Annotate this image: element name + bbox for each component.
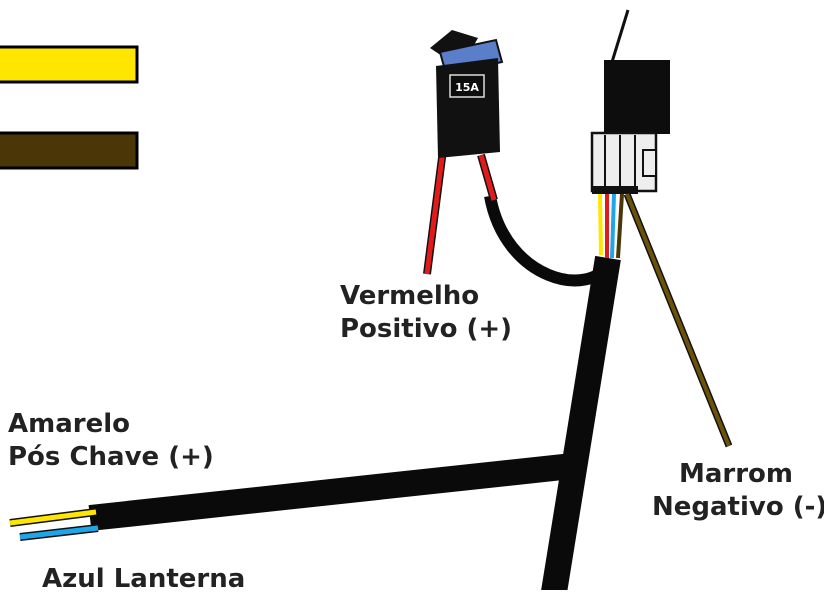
- relay-yellow-wire: [598, 193, 603, 256]
- yellow-label-line-2: Pós Chave (+): [8, 442, 214, 472]
- relay-brown-wire-short: [616, 193, 624, 259]
- blue-wire-tail-inner: [19, 525, 99, 540]
- blue-wire-label: Azul Lanterna: [42, 563, 245, 596]
- red-wire-left-inner: [424, 149, 446, 275]
- brown-label-line-1: Marrom: [678, 459, 794, 489]
- red-label-line-2: Positivo (+): [340, 314, 513, 344]
- yellow-swatch: [0, 45, 139, 84]
- brown-wire-label: Marrom Negativo (-): [652, 458, 824, 524]
- brown-label-line-2: Negativo (-): [652, 492, 824, 522]
- loop-cable: [484, 194, 616, 287]
- brown-swatch: [0, 131, 139, 170]
- blue-label-line-1: Azul Lanterna: [42, 564, 246, 594]
- branch-cable: [88, 453, 574, 531]
- relay-antenna: [610, 9, 630, 63]
- brown-wire-inner: [625, 193, 731, 447]
- relay-blue-wire: [610, 193, 616, 259]
- red-wire-label: Vermelho Positivo (+): [340, 280, 512, 346]
- fuse-rating: 15A: [455, 81, 479, 94]
- yellow-wire-label: Amarelo Pós Chave (+): [8, 408, 214, 474]
- red-wire-right-inner: [478, 154, 497, 201]
- red-label-line-1: Vermelho: [340, 281, 480, 311]
- yellow-label-line-1: Amarelo: [8, 409, 130, 439]
- fuse-holder: 15A: [430, 30, 504, 158]
- yellow-wire-tail-inner: [9, 509, 97, 526]
- relay-module: [590, 60, 670, 194]
- main-cable: [541, 255, 621, 590]
